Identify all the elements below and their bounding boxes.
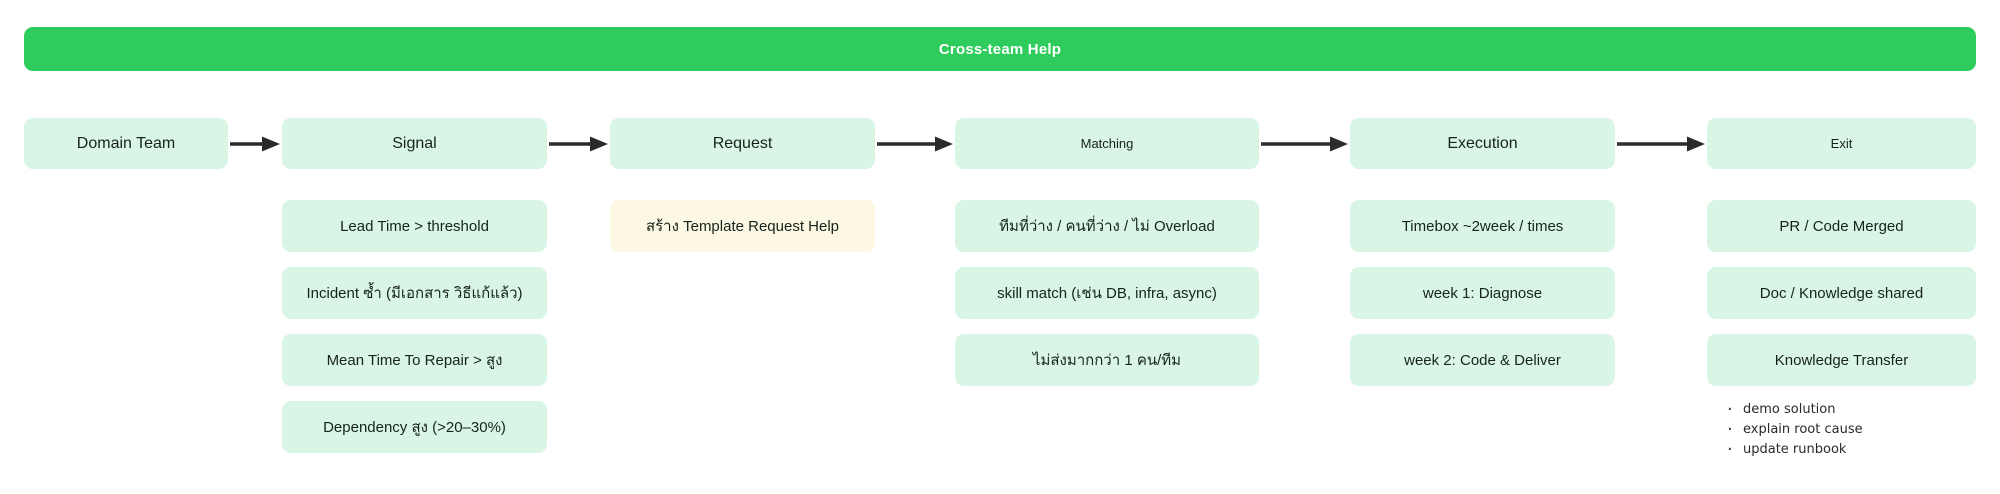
node-matching-item-1[interactable]: ทีมที่ว่าง / คนที่ว่าง / ไม่ Overload <box>955 200 1259 252</box>
arrow-execution-to-exit <box>1617 136 1705 152</box>
list-item: explain root cause <box>1725 418 1976 442</box>
exit-bullet-list: demo solution explain root cause update … <box>1707 386 1976 462</box>
node-execution-item-3[interactable]: week 2: Code & Deliver <box>1350 334 1615 386</box>
diagram-title: Cross-team Help <box>938 40 1062 58</box>
node-request-item-1[interactable]: สร้าง Template Request Help <box>610 200 875 252</box>
node-matching-item-2[interactable]: skill match (เช่น DB, infra, async) <box>955 267 1259 319</box>
list-item: demo solution <box>1725 398 1976 422</box>
node-signal-item-2[interactable]: Incident ซ้ำ (มีเอกสาร วิธีแก้แล้ว) <box>282 267 547 319</box>
node-signal-item-4[interactable]: Dependency สูง (>20–30%) <box>282 401 547 453</box>
node-exit-item-1[interactable]: PR / Code Merged <box>1707 200 1976 252</box>
node-exit-item-3[interactable]: Knowledge Transfer <box>1707 334 1976 386</box>
column-execution: Execution Timebox ~2week / times week 1:… <box>1350 118 1615 386</box>
node-execution-item-1[interactable]: Timebox ~2week / times <box>1350 200 1615 252</box>
arrow-request-to-matching <box>877 136 953 152</box>
arrow-domain-team-to-signal <box>230 136 280 152</box>
node-execution-item-2[interactable]: week 1: Diagnose <box>1350 267 1615 319</box>
column-signal: Signal Lead Time > threshold Incident ซ้… <box>282 118 547 453</box>
node-header-signal[interactable]: Signal <box>282 118 547 169</box>
node-header-domain-team[interactable]: Domain Team <box>24 118 228 169</box>
diagram-title-banner: Cross-team Help <box>24 27 1976 71</box>
column-exit: Exit PR / Code Merged Doc / Knowledge sh… <box>1707 118 1976 462</box>
list-item: update runbook <box>1725 438 1976 462</box>
column-domain-team: Domain Team <box>24 118 228 169</box>
node-header-execution[interactable]: Execution <box>1350 118 1615 169</box>
arrow-signal-to-request <box>549 136 608 152</box>
node-header-request[interactable]: Request <box>610 118 875 169</box>
arrow-matching-to-execution <box>1261 136 1348 152</box>
column-request: Request สร้าง Template Request Help <box>610 118 875 252</box>
node-matching-item-3[interactable]: ไม่ส่งมากกว่า 1 คน/ทีม <box>955 334 1259 386</box>
node-signal-item-3[interactable]: Mean Time To Repair > สูง <box>282 334 547 386</box>
node-signal-item-1[interactable]: Lead Time > threshold <box>282 200 547 252</box>
node-header-matching[interactable]: Matching <box>955 118 1259 169</box>
node-exit-item-2[interactable]: Doc / Knowledge shared <box>1707 267 1976 319</box>
node-header-exit[interactable]: Exit <box>1707 118 1976 169</box>
column-matching: Matching ทีมที่ว่าง / คนที่ว่าง / ไม่ Ov… <box>955 118 1259 386</box>
